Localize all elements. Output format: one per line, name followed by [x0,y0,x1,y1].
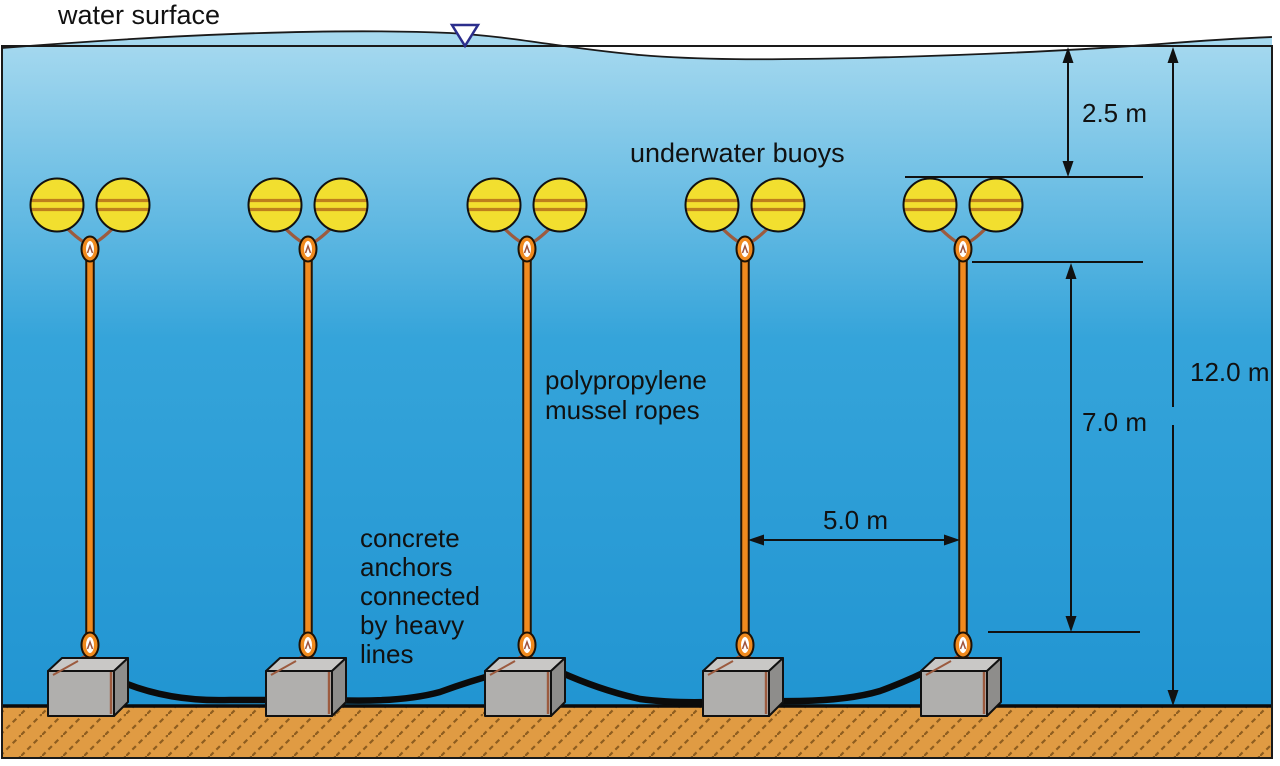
arrow-down [1065,616,1077,632]
underwater-buoys-label: underwater buoys [630,138,845,168]
dimension-2-5m [905,47,1143,178]
anchors-label-line5: lines [360,639,413,669]
dim-label-7m: 7.0 m [1082,407,1147,437]
anchors-label-line4: by heavy [360,610,464,640]
water-level-marker-icon [449,23,481,49]
water-surface-label: water surface [57,0,220,30]
arrow-down [1167,690,1179,706]
seabed [2,706,1272,758]
arrow-up [1065,263,1077,279]
mussel-ropes-label-line1: polypropylene [545,365,707,395]
dim-label-5m: 5.0 m [823,505,888,535]
anchors-label-line2: anchors [360,552,453,582]
water-surface-line [1,30,1273,61]
arrow-up [1167,47,1179,63]
dimension-7m [972,261,1143,633]
anchors-label-line1: concrete [360,523,460,553]
dimension-5m [748,534,960,546]
mussel-ropes-label: polypropylene mussel ropes [545,365,707,425]
arrow-up [1062,47,1074,63]
dim-label-2-5m: 2.5 m [1082,98,1147,128]
concrete-anchors-label: concrete anchors connected by heavy line… [360,523,480,669]
arrow-left [748,534,764,546]
arrow-down [1062,161,1074,177]
arrow-right [944,534,960,546]
dimension-12m [1167,47,1179,706]
anchors-label-line3: connected [360,581,480,611]
mussel-ropes-label-line2: mussel ropes [545,395,700,425]
diagram-border [1,45,1273,759]
dim-label-12m: 12.0 m [1190,357,1270,387]
